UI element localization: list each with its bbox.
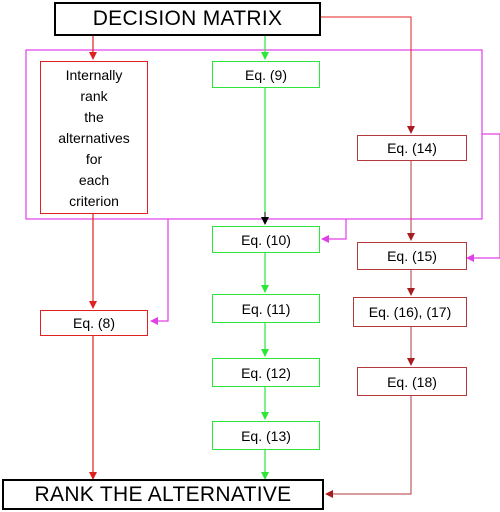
eq18-box: Eq. (18): [357, 367, 467, 396]
arrow-eq18-to-rank-final: [325, 396, 412, 498]
eq10-box: Eq. (10): [212, 226, 320, 253]
eq16-17-label: Eq. (16), (17): [368, 304, 452, 320]
arrow-group-to-eq8: [150, 219, 169, 325]
eq8-label: Eq. (8): [72, 315, 115, 331]
eq14-label: Eq. (14): [387, 140, 437, 156]
decision-matrix-box: DECISION MATRIX: [54, 2, 321, 36]
eq13-box: Eq. (13): [212, 421, 320, 450]
eq12-box: Eq. (12): [212, 358, 320, 387]
rank-alternative-label: RANK THE ALTERNATIVE: [34, 482, 292, 506]
eq16-17-box: Eq. (16), (17): [353, 297, 467, 327]
eq15-box: Eq. (15): [357, 242, 467, 270]
eq15-label: Eq. (15): [387, 248, 437, 264]
eq8-box: Eq. (8): [40, 310, 148, 336]
rank-box-line-4: alternatives: [58, 130, 130, 146]
eq18-label: Eq. (18): [387, 373, 437, 390]
rank-box-line-1: Internally: [65, 67, 123, 83]
rank-box-line-5: for: [85, 151, 103, 167]
rank-box-line-3: the: [84, 109, 104, 125]
internal-rank-box: Internally rank the alternatives for eac…: [40, 61, 148, 214]
eq11-box: Eq. (11): [212, 294, 320, 323]
eq14-box: Eq. (14): [357, 135, 467, 161]
eq9-box: Eq. (9): [212, 61, 320, 88]
decision-matrix-label: DECISION MATRIX: [92, 7, 283, 30]
arrow-group-to-eq15: [466, 133, 500, 262]
eq10-label: Eq. (10): [241, 231, 291, 248]
rank-alternative-box: RANK THE ALTERNATIVE: [2, 479, 324, 510]
rank-box-line-6: each: [78, 172, 110, 188]
eq12-label: Eq. (12): [241, 364, 291, 381]
rank-box-line-7: criterion: [69, 193, 119, 209]
eq13-label: Eq. (13): [241, 427, 291, 444]
arrow-decision-to-eq14: [321, 16, 415, 134]
eq9-label: Eq. (9): [244, 66, 287, 83]
arrow-group-to-eq10: [321, 219, 347, 243]
eq11-label: Eq. (11): [241, 300, 291, 317]
rank-box-line-2: rank: [80, 88, 108, 104]
